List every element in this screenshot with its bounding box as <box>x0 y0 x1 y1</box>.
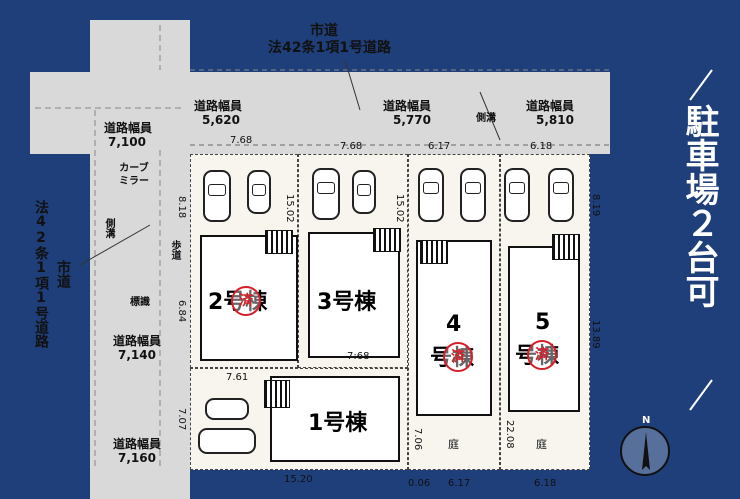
road-horizontal <box>30 72 610 154</box>
garden-label: 庭 <box>536 438 547 451</box>
stairs-icon <box>264 380 290 408</box>
gutter-left-label: 側溝 <box>103 218 114 238</box>
stairs-icon <box>420 240 448 264</box>
dimension-label: 7.68 <box>340 141 363 152</box>
gutter-top-label: 側溝 <box>476 113 496 124</box>
dimension-label: 0.06 <box>408 478 431 489</box>
dimension-label: 7.06 <box>412 428 423 451</box>
road-width-value: 7,140 <box>118 348 156 362</box>
sold-stamp: 済 <box>443 342 473 372</box>
car-icon <box>203 170 231 222</box>
dimension-label: 15.02 <box>284 194 295 223</box>
sold-stamp: 済 <box>527 340 557 370</box>
car-icon <box>460 168 486 222</box>
garden-label: 庭 <box>448 438 459 451</box>
dimension-label: 15.02 <box>394 194 405 223</box>
stairs-icon <box>373 228 401 252</box>
road-width-label: 道路幅員 <box>383 99 432 113</box>
road-width-label: 道路幅員 <box>104 121 153 135</box>
house-3[interactable] <box>308 232 400 358</box>
house-5-number: 5 <box>535 310 551 335</box>
road-width-value: 5,770 <box>393 113 431 127</box>
road-width-value: 7,160 <box>118 451 156 465</box>
dimension-label: 8.19 <box>590 194 601 217</box>
dimension-label: 6.17 <box>448 478 471 489</box>
car-icon <box>504 168 530 222</box>
dimension-label: 22.08 <box>504 420 515 449</box>
sign-label: 標識 <box>130 297 150 308</box>
north-label: N <box>642 415 651 426</box>
road-width-value: 7,100 <box>108 135 146 149</box>
car-icon <box>352 170 376 214</box>
parking-banner-lines <box>689 69 713 411</box>
north-arrow <box>620 426 670 476</box>
car-icon <box>205 398 249 420</box>
house-1[interactable] <box>270 376 400 462</box>
car-icon <box>312 168 340 220</box>
parking-banner: 駐車場２台可 <box>679 104 719 308</box>
house-4-number: 4 <box>446 312 462 337</box>
sidewalk-label: 歩道 <box>169 240 180 260</box>
house-4[interactable] <box>416 240 492 416</box>
road-width-label: 道路幅員 <box>526 99 575 113</box>
dimension-label: 6.18 <box>530 141 553 152</box>
road-width-label: 道路幅員 <box>113 437 162 451</box>
road-width-value: 5,810 <box>536 113 574 127</box>
road-width-label: 道路幅員 <box>113 334 162 348</box>
curve-mirror-label: カーブ ミラー <box>119 163 149 187</box>
house-3-name: 3号棟 <box>317 290 377 315</box>
road-dark-top <box>0 0 740 20</box>
road-top-title: 市道 <box>310 23 338 39</box>
car-icon <box>548 168 574 222</box>
car-icon <box>418 168 444 222</box>
stairs-icon <box>552 234 580 260</box>
car-icon <box>247 170 271 214</box>
dimension-label: 13.89 <box>590 320 601 349</box>
dimension-label: 6.84 <box>176 300 187 323</box>
road-left-subtitle: 法42条1項1号道路 <box>33 200 49 348</box>
road-top-subtitle: 法42条1項1号道路 <box>268 40 391 56</box>
road-width-label: 道路幅員 <box>194 99 243 113</box>
car-icon <box>198 428 256 454</box>
north-arrow-icon <box>642 432 650 470</box>
dimension-label: 7.07 <box>176 408 187 431</box>
dimension-label: 8.18 <box>176 196 187 219</box>
dimension-label: 7:68 <box>347 351 370 362</box>
dimension-label: 15.20 <box>284 474 313 485</box>
sold-stamp: 済 <box>231 286 261 316</box>
dimension-label: 6.17 <box>428 141 451 152</box>
stairs-icon <box>265 230 293 254</box>
house-5[interactable] <box>508 246 580 412</box>
dimension-label: 7.61 <box>226 372 249 383</box>
dimension-label: 7.68 <box>230 135 253 146</box>
house-1-name: 1号棟 <box>308 411 368 436</box>
road-width-value: 5,620 <box>202 113 240 127</box>
dimension-label: 6.18 <box>534 478 557 489</box>
road-left-title: 市道 <box>55 260 71 288</box>
